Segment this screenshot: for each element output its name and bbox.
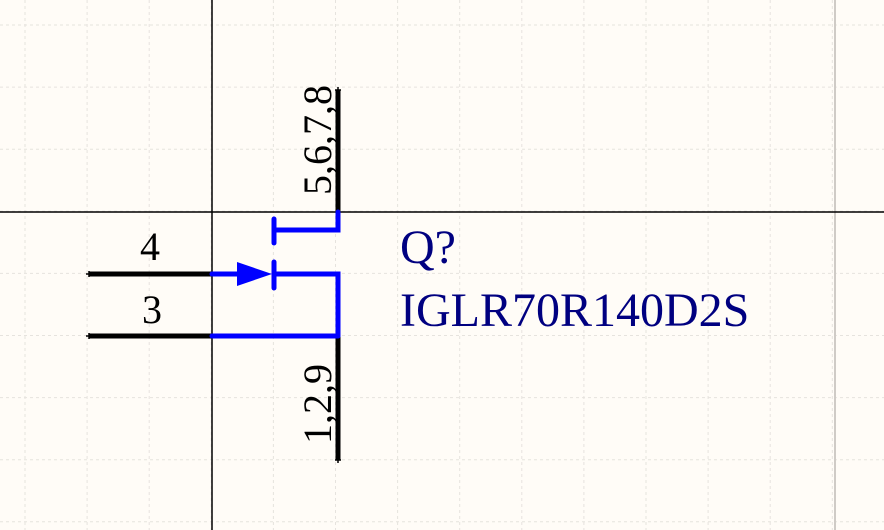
drain-connection — [271, 209, 341, 233]
pin-source-number: 1,2,9 — [295, 364, 340, 444]
pin-4-hotspot-marker — [86, 271, 92, 277]
pin-4[interactable]: 4 — [86, 224, 212, 277]
mosfet-component[interactable]: 4 3 5,6,7,8 1,2,9 Q? IGLR70R — [86, 85, 749, 463]
pin-3[interactable]: 3 — [86, 287, 212, 339]
pin-drain-hotspot-marker — [335, 87, 341, 93]
pin-4-number: 4 — [140, 224, 160, 269]
body-diode-arrow-icon — [237, 262, 272, 286]
pin-3-hotspot-marker — [86, 333, 92, 339]
pin-3-number: 3 — [142, 287, 162, 332]
pin-source-hotspot-marker — [335, 457, 341, 463]
component-designator[interactable]: Q? — [400, 221, 456, 274]
pin-drain[interactable]: 5,6,7,8 — [295, 85, 341, 212]
mosfet-body — [209, 209, 341, 339]
component-comment[interactable]: IGLR70R140D2S — [400, 284, 749, 337]
pin-drain-number: 5,6,7,8 — [295, 85, 340, 195]
channel-to-source — [271, 271, 341, 339]
pin-source[interactable]: 1,2,9 — [295, 336, 341, 463]
